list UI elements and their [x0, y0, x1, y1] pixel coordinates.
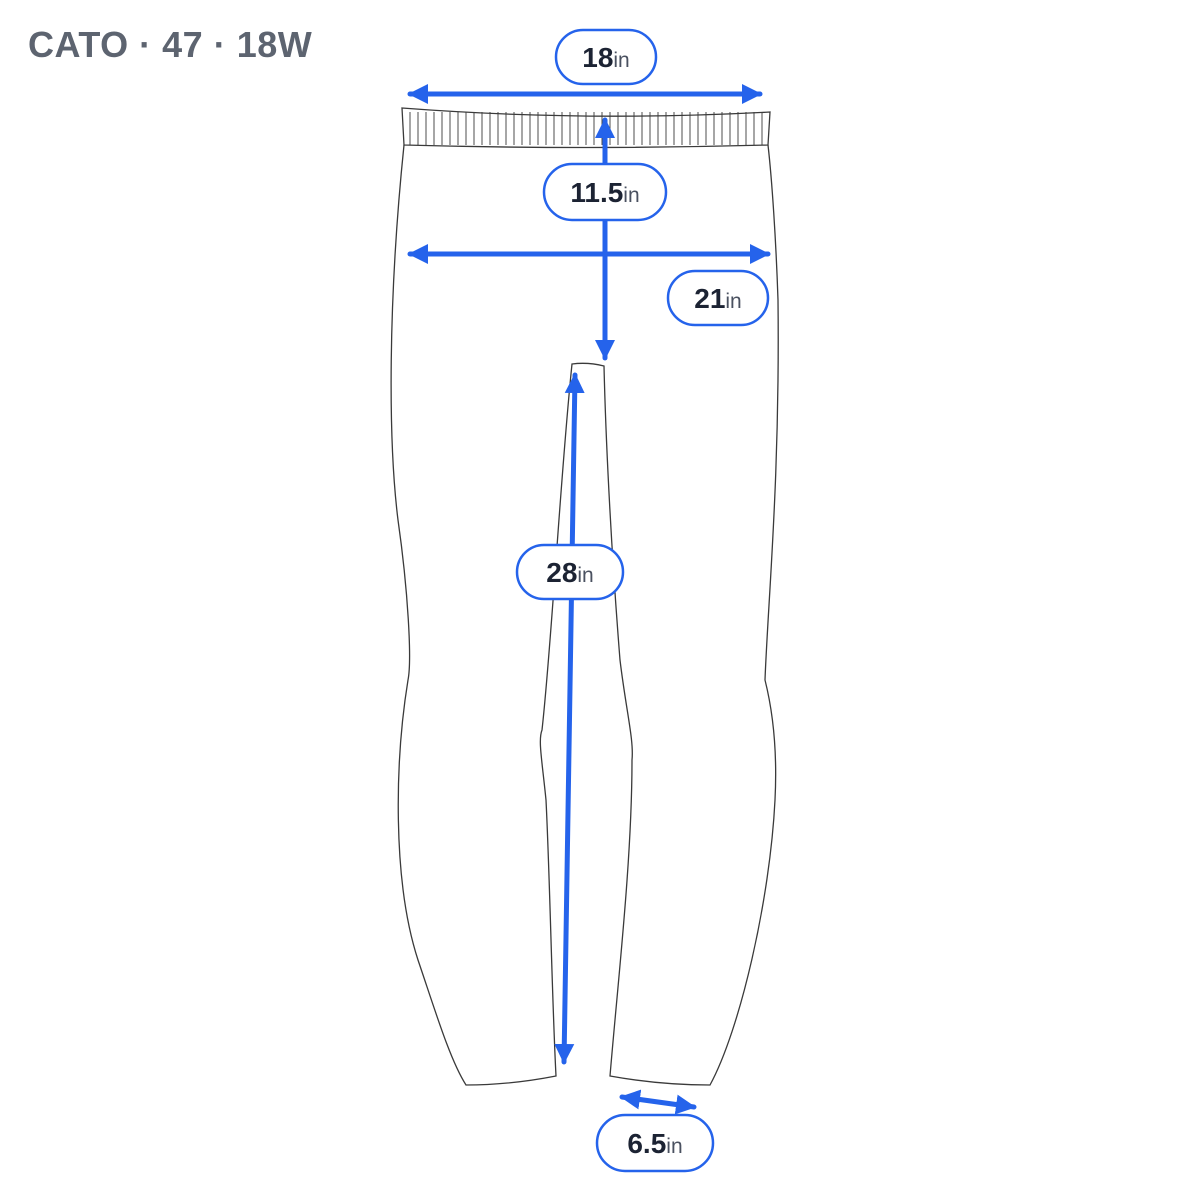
- svg-text:11.5in: 11.5in: [570, 177, 639, 208]
- left-leg: [390, 144, 779, 1086]
- svg-text:18in: 18in: [582, 42, 630, 73]
- rise-label: 11.5in: [542, 162, 668, 222]
- svg-text:21in: 21in: [694, 283, 742, 314]
- hip-label: 21in: [666, 269, 770, 327]
- leg-opening-arrow: [619, 1089, 697, 1115]
- inseam-label: 28in: [515, 543, 625, 601]
- waist-label: 18in: [554, 28, 658, 86]
- svg-text:6.5in: 6.5in: [627, 1128, 682, 1159]
- waistband-ribbing: [409, 112, 763, 145]
- svg-text:28in: 28in: [546, 557, 594, 588]
- product-title: CATO · 47 · 18W: [28, 24, 313, 65]
- leg-opening-label: 6.5in: [595, 1113, 715, 1173]
- pants-outline: [390, 107, 779, 1086]
- inseam-arrow: [554, 372, 585, 1065]
- measurement-arrows: [407, 84, 771, 1115]
